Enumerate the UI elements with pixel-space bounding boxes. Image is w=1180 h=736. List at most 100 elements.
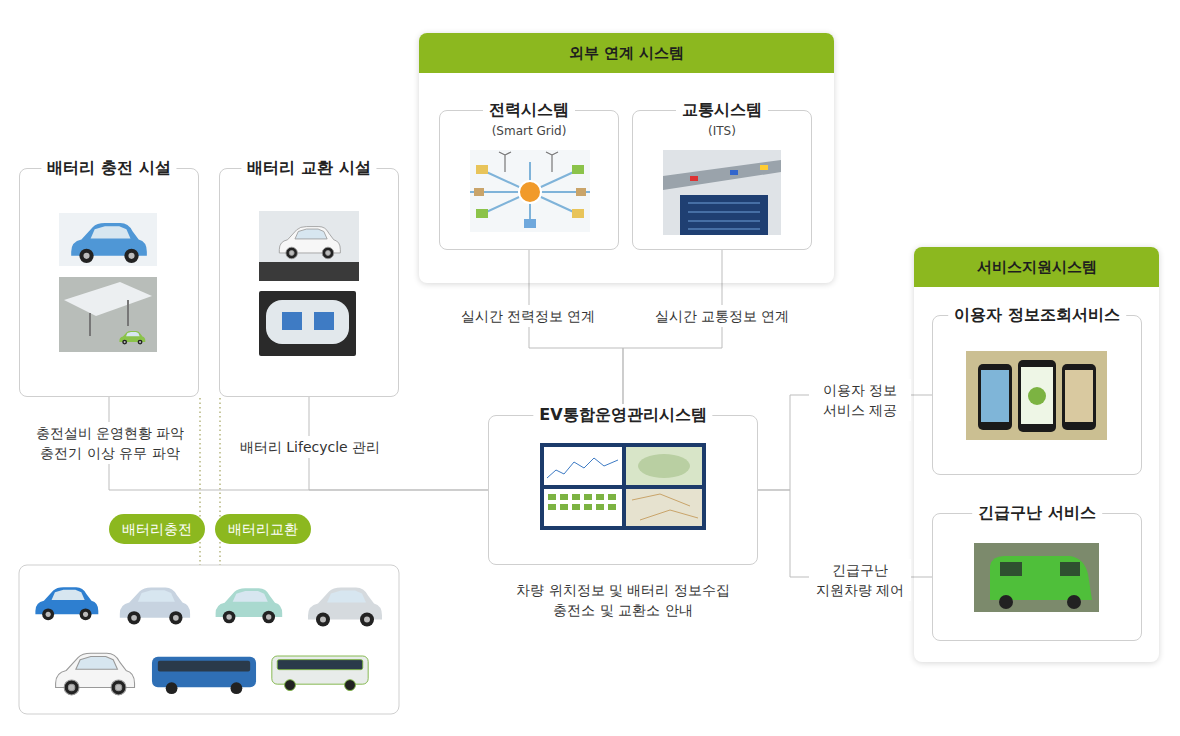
dashboard-screen-illustration-part xyxy=(544,489,622,526)
panel-heading: 외부 연계 시스템 xyxy=(419,33,834,73)
vehicle-fleet-part xyxy=(35,587,98,620)
its-illustration-part xyxy=(688,203,760,229)
dashboard-screen-illustration-part xyxy=(547,458,618,478)
rescue-van-illustration-part xyxy=(1000,562,1022,576)
dashboard-screen-illustration xyxy=(540,443,706,530)
dashboard-screen-illustration-part xyxy=(638,454,690,478)
system-box: EV통합운영관리시스템 xyxy=(488,415,758,565)
vehicle-fleet-part xyxy=(216,588,283,623)
vehicle-fleet-part xyxy=(308,588,382,627)
caption-note: 차량 위치정보 및 배터리 정보수집 충전소 및 교환소 안내 xyxy=(502,579,744,621)
pill-text: 배터리충전 xyxy=(109,514,205,544)
smart-grid-illustration-part xyxy=(476,209,488,218)
action-pill: 배터리교환 xyxy=(215,514,311,544)
battery-swap-illustration-part xyxy=(259,262,359,281)
smartphone-illustration xyxy=(966,351,1107,440)
connector-label: 이용자 정보 서비스 제공 xyxy=(809,379,911,421)
smartphone-illustration-part xyxy=(1021,367,1053,424)
smart-grid-illustration-part xyxy=(572,165,584,174)
charging-illustration-part xyxy=(71,223,147,263)
system-box: 긴급구난 서비스 xyxy=(932,513,1142,641)
box-subtitle: (Smart Grid) xyxy=(440,123,618,139)
system-box: 배터리 교환 시설 xyxy=(219,168,399,397)
its-illustration-part xyxy=(730,170,738,175)
system-box: 전력시스템(Smart Grid) xyxy=(439,110,619,250)
battery-swap-illustration xyxy=(259,211,359,356)
action-pill: 배터리충전 xyxy=(109,514,205,544)
smartphone-illustration-part xyxy=(981,370,1009,422)
rescue-van-illustration-part xyxy=(1067,595,1081,609)
smart-grid-illustration-part xyxy=(476,165,488,174)
its-illustration-part xyxy=(663,150,781,235)
smart-grid-illustration-part xyxy=(576,188,586,196)
smart-grid-illustration-part xyxy=(470,162,590,224)
panel-heading: 서비스지원시스템 xyxy=(914,247,1159,287)
box-title: 배터리 충전 시설 xyxy=(41,157,176,179)
dashboard-screen-illustration-part xyxy=(626,489,702,526)
rescue-van-illustration-part xyxy=(1060,562,1080,576)
system-panel: 외부 연계 시스템전력시스템(Smart Grid)교통시스템(ITS) xyxy=(419,33,834,283)
smartphone-illustration-part xyxy=(966,351,1107,440)
smart-grid-illustration-part xyxy=(474,188,484,196)
connector-label: 실시간 교통정보 연계 xyxy=(652,305,793,327)
box-title: 배터리 교환 시설 xyxy=(241,157,376,179)
connector-line xyxy=(529,250,623,415)
rescue-van-illustration xyxy=(974,543,1099,612)
smart-grid-illustration-part xyxy=(499,152,558,172)
smartphone-illustration-part xyxy=(1028,387,1046,405)
its-illustration-part xyxy=(760,165,768,170)
box-subtitle: (ITS) xyxy=(633,123,811,139)
battery-swap-illustration-part xyxy=(279,227,340,259)
connector-label: 충전설비 운영현황 파악 충전기 이상 유무 파악 xyxy=(22,422,198,464)
connector-label: 배터리 Lifecycle 관리 xyxy=(237,436,383,458)
battery-swap-illustration-part xyxy=(266,300,349,344)
connector-label: 실시간 전력정보 연계 xyxy=(458,305,599,327)
smart-grid-illustration-part xyxy=(572,209,584,218)
smartphone-illustration-part xyxy=(1065,370,1093,422)
system-box: 교통시스템(ITS) xyxy=(632,110,812,250)
battery-swap-illustration-part xyxy=(259,211,359,281)
its-illustration xyxy=(663,150,781,235)
its-illustration-part xyxy=(663,160,781,190)
smart-grid-illustration xyxy=(470,150,590,232)
box-title: EV통합운영관리시스템 xyxy=(533,404,712,426)
system-box: 이용자 정보조회서비스 xyxy=(932,315,1142,475)
charging-illustration-part xyxy=(59,213,157,266)
smartphone-illustration-part xyxy=(1062,364,1096,430)
battery-swap-illustration-part xyxy=(282,312,302,330)
dashboard-screen-illustration-part xyxy=(626,447,702,485)
smartphone-illustration-part xyxy=(1018,360,1056,432)
system-panel: 서비스지원시스템이용자 정보조회서비스긴급구난 서비스 xyxy=(914,247,1159,662)
its-illustration-part xyxy=(690,176,698,181)
dashboard-screen-illustration-part xyxy=(540,443,706,530)
connector-line xyxy=(623,250,722,415)
rescue-van-illustration-part xyxy=(974,543,1099,612)
vehicle-fleet xyxy=(19,565,399,714)
charging-illustration xyxy=(59,213,157,352)
battery-swap-illustration-part xyxy=(314,312,334,330)
dotted-link-lines xyxy=(200,398,220,565)
dashboard-screen-illustration-part xyxy=(632,494,698,520)
charging-illustration-part xyxy=(90,300,128,336)
its-illustration-part xyxy=(680,195,768,235)
smartphone-illustration-part xyxy=(978,364,1012,430)
charging-illustration-part xyxy=(119,331,145,345)
box-title: 전력시스템 xyxy=(483,99,575,121)
battery-swap-illustration-part xyxy=(259,291,356,356)
charging-illustration-part xyxy=(64,282,152,316)
vehicle-fleet-part xyxy=(272,656,368,691)
dashboard-screen-illustration-part xyxy=(544,447,622,485)
box-title: 긴급구난 서비스 xyxy=(972,502,1102,524)
smart-grid-illustration-part xyxy=(519,181,541,203)
connector-label: 긴급구난 지원차량 제어 xyxy=(809,559,911,601)
charging-illustration-part xyxy=(59,277,157,352)
rescue-van-illustration-part xyxy=(990,556,1092,600)
rescue-van-illustration-part xyxy=(999,595,1013,609)
vehicle-fleet-part xyxy=(120,587,190,624)
box-title: 교통시스템 xyxy=(676,99,768,121)
smart-grid-illustration-part xyxy=(470,150,590,232)
vehicle-fleet-part xyxy=(56,653,135,695)
system-box: 배터리 충전 시설 xyxy=(19,168,199,397)
